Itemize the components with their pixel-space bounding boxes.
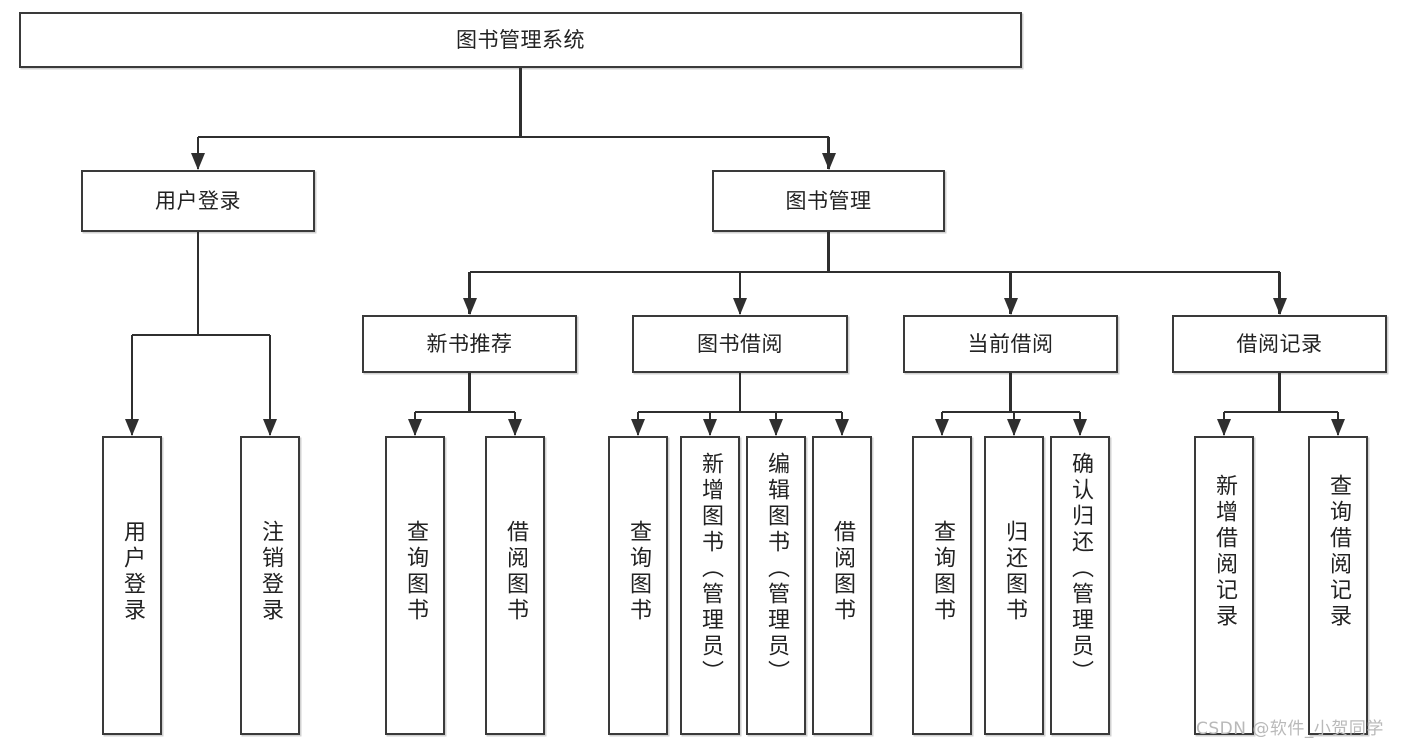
arrowhead-icon: [1331, 419, 1345, 436]
arrowhead-icon: [1073, 419, 1087, 436]
connector-current-borrow-stem: [1009, 373, 1012, 412]
node-label: 编辑图书（管理员）: [764, 452, 789, 686]
node-label: 归还图书: [1002, 520, 1027, 624]
node-new-book-recommendation[interactable]: 新书推荐: [362, 315, 577, 373]
node-label: 新书推荐: [426, 331, 513, 356]
arrowhead-icon: [125, 419, 139, 436]
leaf-query-book-current[interactable]: 查询图书: [912, 436, 972, 735]
connector-user-login-bus: [132, 333, 270, 337]
leaf-query-book-recommendation[interactable]: 查询图书: [385, 436, 445, 735]
node-label: 确认归还（管理员）: [1068, 452, 1093, 686]
connector-branch: [468, 272, 471, 314]
leaf-edit-book-admin[interactable]: 编辑图书（管理员）: [746, 436, 806, 735]
node-label: 注销登录: [258, 520, 283, 624]
arrowhead-icon: [935, 419, 949, 436]
leaf-query-book-borrow[interactable]: 查询图书: [608, 436, 668, 735]
node-label: 图书管理: [785, 188, 872, 213]
arrowhead-icon: [408, 419, 422, 436]
node-label: 查询图书: [403, 520, 428, 624]
connector-branch: [1009, 272, 1012, 314]
connector-user-login-stem: [196, 232, 200, 335]
node-user-login[interactable]: 用户登录: [81, 170, 315, 232]
arrowhead-icon: [733, 298, 747, 315]
node-label: 查询图书: [626, 520, 651, 624]
node-label: 借阅记录: [1236, 331, 1323, 356]
connector-branch: [268, 335, 272, 435]
connector-branch: [1278, 272, 1281, 314]
connector-branch: [130, 335, 134, 435]
leaf-borrow-book-recommendation[interactable]: 借阅图书: [485, 436, 545, 735]
leaf-return-book[interactable]: 归还图书: [984, 436, 1044, 735]
arrowhead-icon: [1217, 419, 1231, 436]
node-label: 查询图书: [930, 520, 955, 624]
connector-borrow-record-stem: [1278, 373, 1281, 412]
connector-borrow-record-bus: [1224, 410, 1338, 414]
connector-book-manage-bus: [469, 270, 1280, 274]
leaf-query-borrow-record[interactable]: 查询借阅记录: [1308, 436, 1368, 735]
node-root-book-management-system[interactable]: 图书管理系统: [19, 12, 1022, 68]
node-book-borrow[interactable]: 图书借阅: [632, 315, 848, 373]
connector-new-book-rec-stem: [468, 373, 471, 412]
leaf-borrow-book[interactable]: 借阅图书: [812, 436, 872, 735]
connector-book-borrow-stem: [738, 373, 742, 412]
connector-new-book-rec-bus: [415, 410, 515, 414]
node-book-management[interactable]: 图书管理: [712, 170, 945, 232]
leaf-add-borrow-record[interactable]: 新增借阅记录: [1194, 436, 1254, 735]
node-label: 新增借阅记录: [1212, 474, 1237, 630]
arrowhead-icon: [263, 419, 277, 436]
arrowhead-icon: [508, 419, 522, 436]
connector-branch: [738, 272, 742, 314]
arrowhead-icon: [191, 153, 205, 170]
node-label: 用户登录: [155, 188, 241, 213]
connector-book-manage-stem: [827, 232, 830, 272]
connector-book-borrow-bus: [638, 410, 842, 414]
node-borrow-record[interactable]: 借阅记录: [1172, 315, 1387, 373]
arrowhead-icon: [462, 298, 477, 315]
arrowhead-icon: [631, 419, 645, 436]
arrowhead-icon: [821, 153, 836, 170]
arrowhead-icon: [1007, 419, 1021, 436]
leaf-confirm-return-admin[interactable]: 确认归还（管理员）: [1050, 436, 1110, 735]
connector-current-borrow-bus: [942, 410, 1080, 414]
node-label: 图书管理系统: [456, 27, 585, 52]
connector-root-bus: [198, 135, 829, 139]
node-label: 借阅图书: [503, 520, 528, 624]
arrowhead-icon: [835, 419, 849, 436]
arrowhead-icon: [1272, 298, 1287, 315]
node-label: 借阅图书: [830, 520, 855, 624]
leaf-add-book-admin[interactable]: 新增图书（管理员）: [680, 436, 740, 735]
node-label: 图书借阅: [697, 331, 783, 356]
node-label: 用户登录: [120, 520, 145, 624]
arrowhead-icon: [703, 419, 717, 436]
arrowhead-icon: [769, 419, 783, 436]
node-label: 查询借阅记录: [1326, 474, 1351, 630]
leaf-logout[interactable]: 注销登录: [240, 436, 300, 735]
connector-root-stem: [519, 68, 522, 137]
leaf-user-login[interactable]: 用户登录: [102, 436, 162, 735]
node-label: 当前借阅: [967, 331, 1054, 356]
node-label: 新增图书（管理员）: [698, 452, 723, 686]
arrowhead-icon: [1003, 298, 1018, 315]
node-current-borrow[interactable]: 当前借阅: [903, 315, 1118, 373]
